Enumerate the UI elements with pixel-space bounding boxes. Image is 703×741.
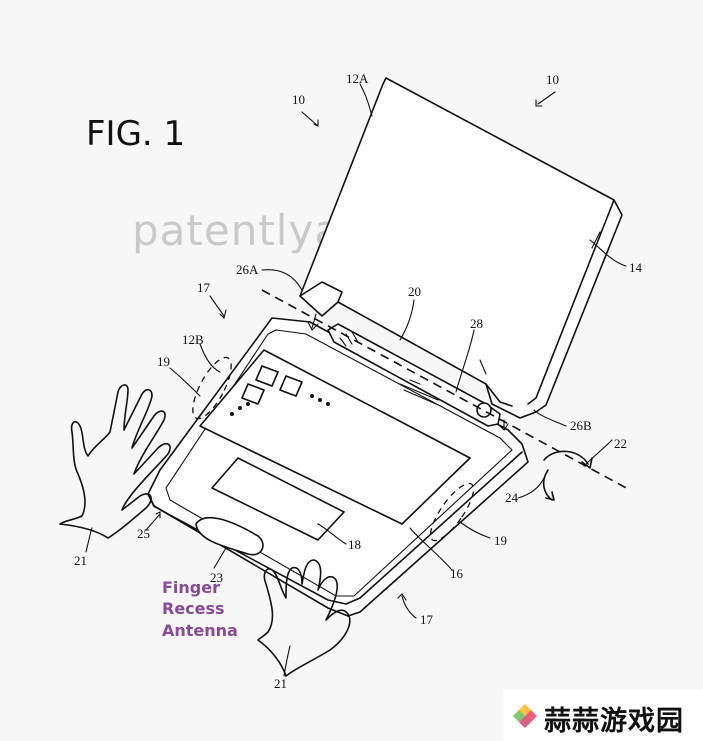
label-12a: 12A <box>346 71 369 86</box>
label-12b: 12B <box>182 332 204 347</box>
label-28: 28 <box>470 316 483 331</box>
hand-bottom-icon <box>257 559 351 677</box>
label-21-left: 21 <box>74 553 87 568</box>
annotation-line-2: Recess <box>162 599 225 618</box>
label-20: 20 <box>408 284 421 299</box>
logo-mark-icon <box>513 704 537 728</box>
key-icons <box>230 365 330 416</box>
keyboard-region <box>199 349 471 525</box>
upper-housing <box>299 77 623 419</box>
rotation-arrow <box>542 450 593 501</box>
label-18: 18 <box>348 537 361 552</box>
label-17-top: 17 <box>197 280 211 295</box>
antenna-region-left <box>192 356 232 420</box>
trackpad <box>211 457 345 541</box>
annotation-line-1: Finger <box>162 578 220 597</box>
label-16: 16 <box>450 566 464 581</box>
label-23: 23 <box>210 570 223 585</box>
site-logo <box>503 690 703 741</box>
label-22: 22 <box>614 436 627 451</box>
label-24: 24 <box>505 490 519 505</box>
label-17-bottom: 17 <box>420 612 434 627</box>
label-10-right: 10 <box>546 72 559 87</box>
site-logo-text: 蒜蒜游戏园 <box>544 706 684 737</box>
label-10-left: 10 <box>292 92 305 107</box>
leader-lines <box>85 83 627 677</box>
label-19-left: 19 <box>157 354 170 369</box>
label-14: 14 <box>629 260 643 275</box>
rotation-axis <box>261 289 631 491</box>
label-26b: 26B <box>570 418 592 433</box>
finger-recess <box>195 516 264 556</box>
label-26a: 26A <box>236 262 259 277</box>
label-25: 25 <box>137 526 150 541</box>
hand-left-icon <box>59 384 171 539</box>
figure-title: FIG. 1 <box>86 114 185 154</box>
annotation-line-3: Antenna <box>162 621 238 640</box>
label-19-right: 19 <box>494 533 507 548</box>
label-21-bottom: 21 <box>274 676 287 691</box>
